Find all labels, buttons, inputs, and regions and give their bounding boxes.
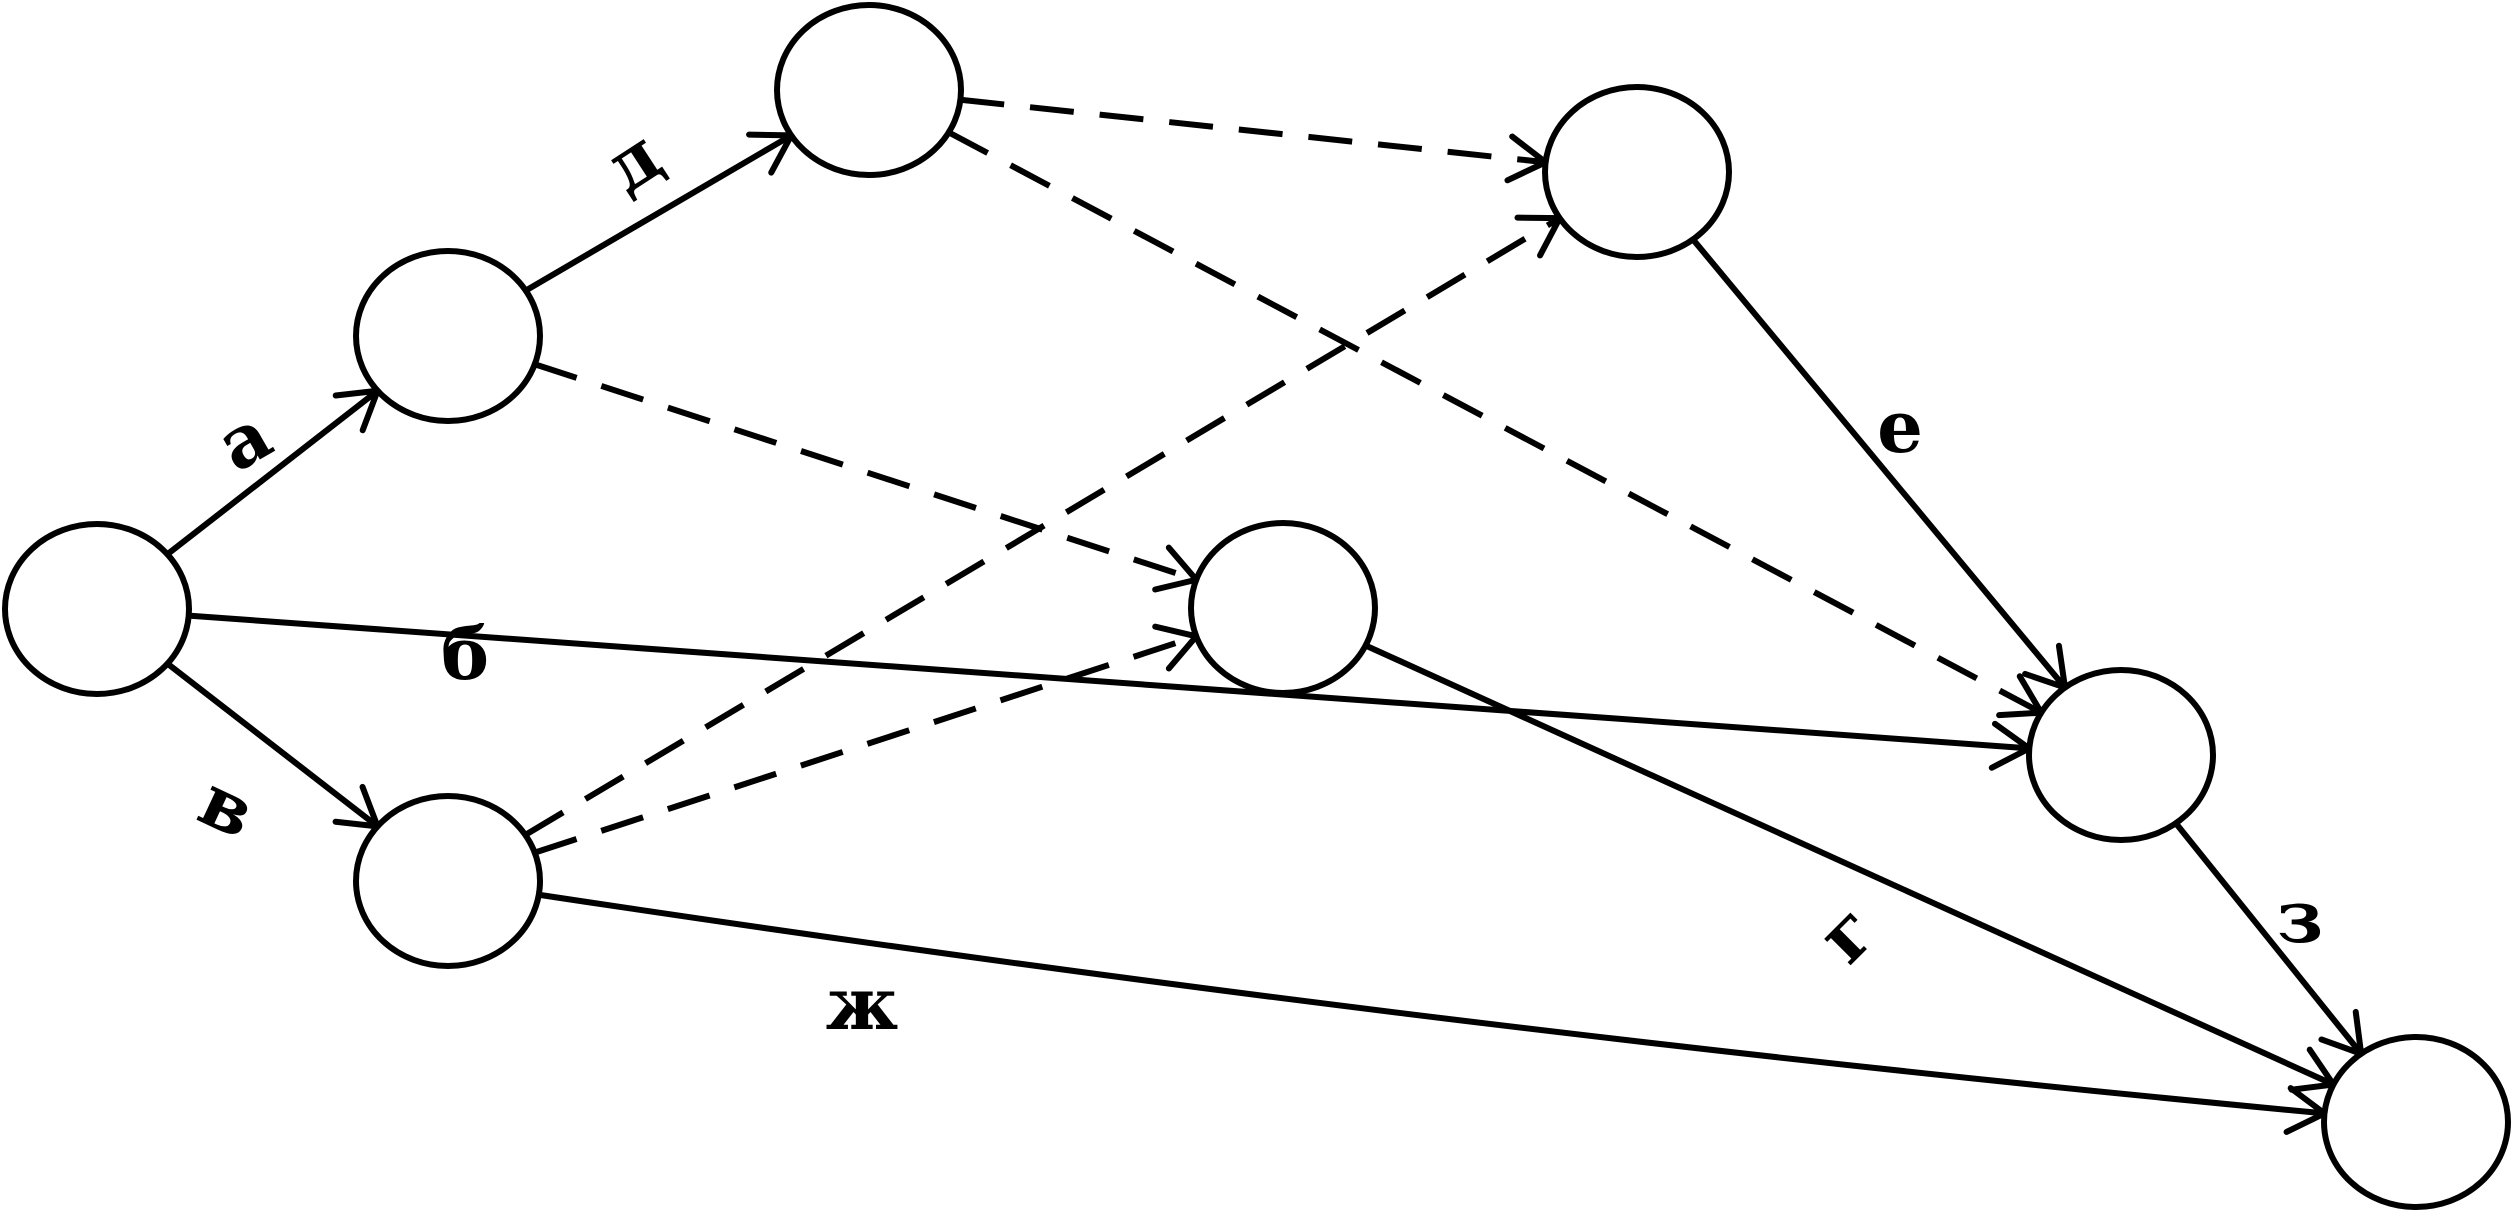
node-n8 — [2321, 1034, 2511, 1210]
edge-label-z: з — [2277, 874, 2323, 959]
node-n6 — [1542, 84, 1732, 260]
edge-b — [188, 612, 2030, 752]
node-n3 — [353, 793, 543, 969]
node-n1 — [2, 521, 192, 697]
edge-label-v: в — [187, 757, 268, 855]
edge-dash-1 — [533, 361, 1198, 583]
edge-dash-5 — [533, 633, 1198, 856]
node-n7 — [2026, 667, 2216, 843]
node-n2 — [353, 248, 543, 424]
edge-dash-2 — [960, 96, 1546, 166]
edge-z — [2173, 821, 2364, 1056]
edge-label-e: е — [1877, 384, 1923, 469]
edge-label-zh: ж — [826, 961, 899, 1046]
edge-a — [165, 388, 380, 557]
node-n4 — [774, 2, 964, 178]
edge-label-g: г — [1801, 888, 1892, 979]
edge-zh — [538, 891, 2325, 1117]
edge-label-b: б — [441, 611, 489, 696]
edge-v — [165, 661, 380, 829]
edge-label-d: д — [589, 112, 676, 209]
edge-dash-4 — [523, 215, 1562, 838]
edge-d — [524, 132, 793, 294]
node-n5 — [1188, 520, 1378, 696]
edge-g — [1364, 642, 2335, 1088]
edge-e — [1690, 237, 2068, 690]
